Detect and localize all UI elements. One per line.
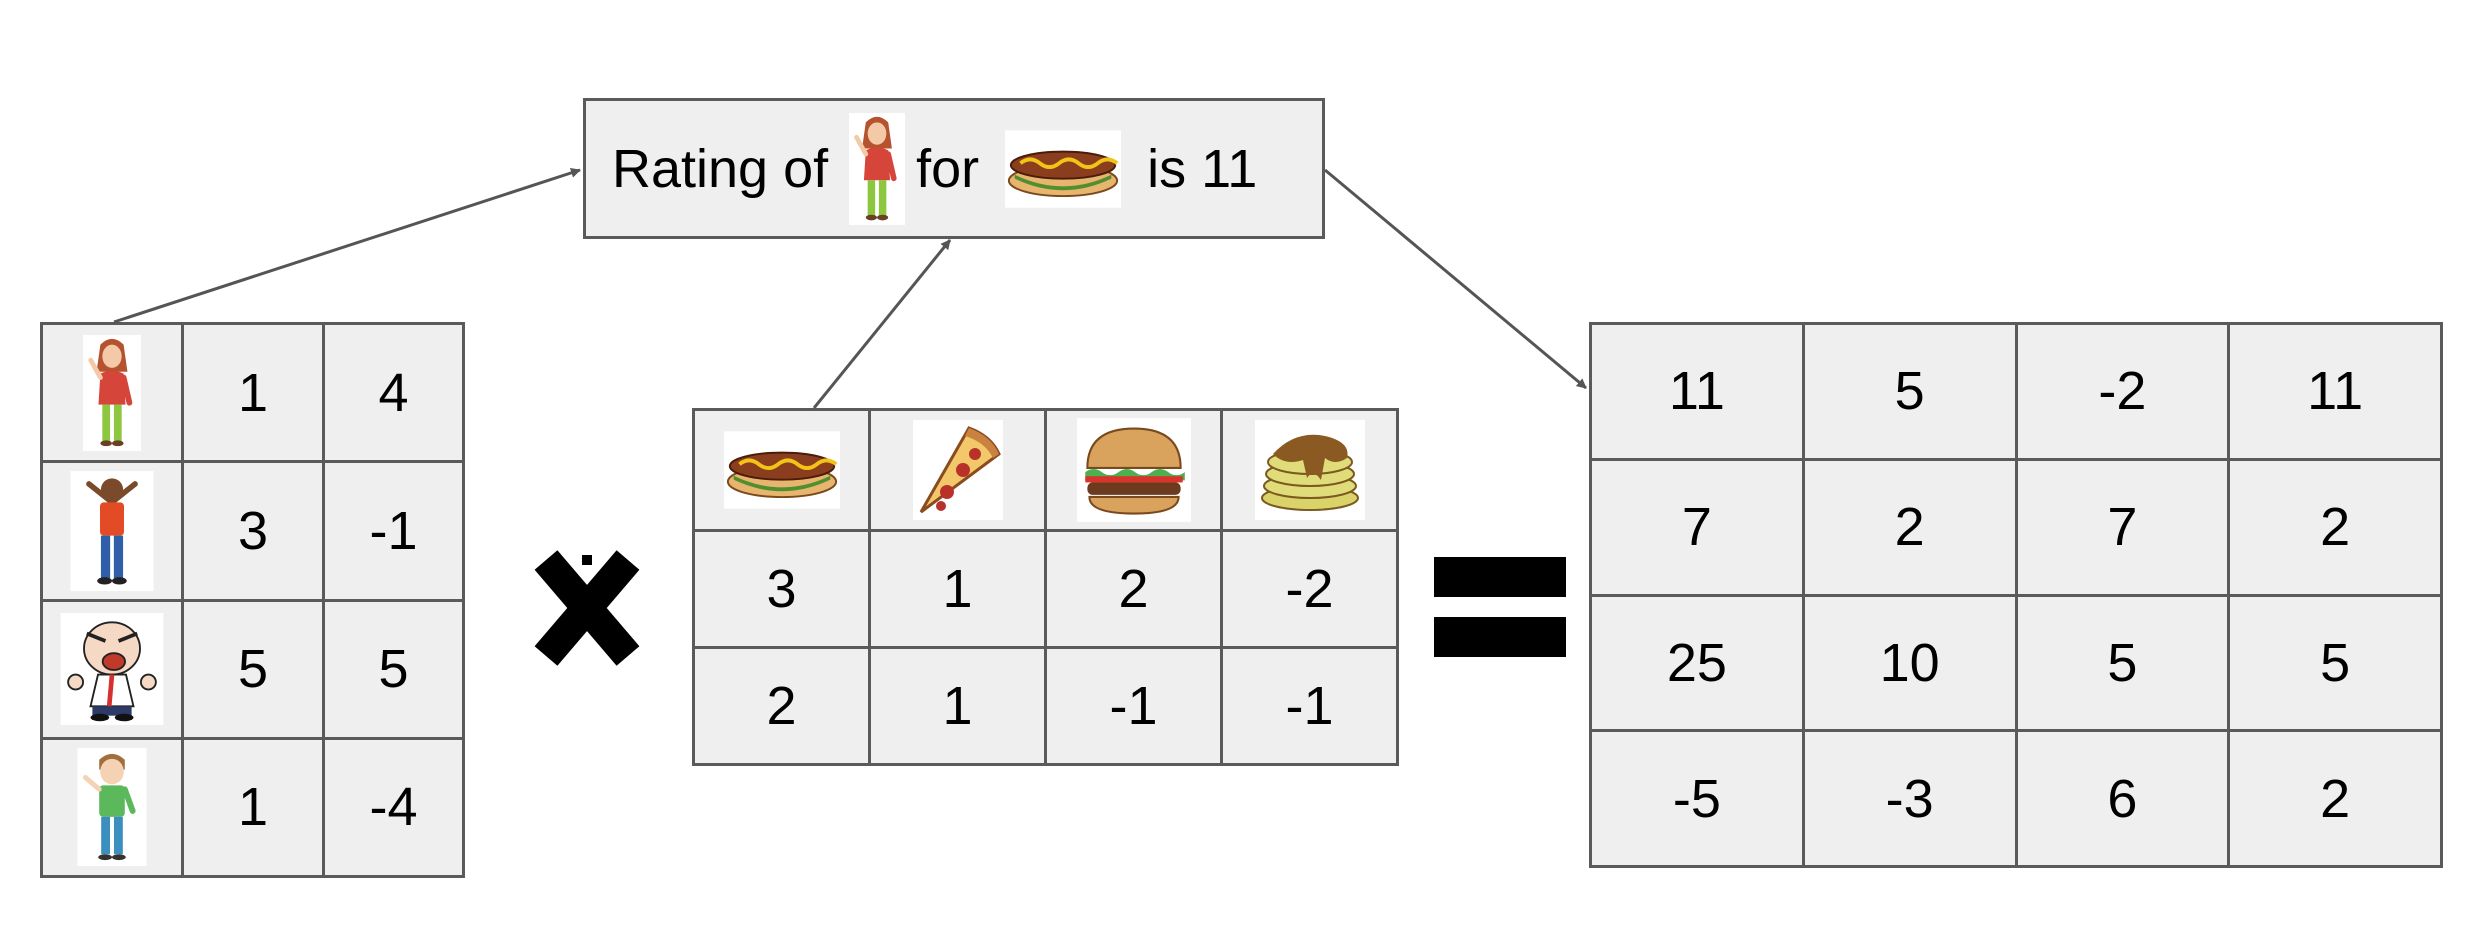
food-icon-cell	[1223, 411, 1396, 529]
food-factors-matrix: 3 1 2 -2 2 1 -1 -1	[692, 408, 1399, 766]
user-icon-cell	[43, 739, 181, 875]
matrix-cell: -4	[325, 739, 462, 875]
matrix-cell: -5	[1592, 732, 1802, 865]
matrix-cell: 11	[1592, 325, 1802, 458]
matrix-cell: 3	[695, 532, 868, 646]
man-arms-raised-icon	[70, 471, 154, 591]
matrix-cell: -1	[1223, 649, 1396, 763]
matrix-cell: 5	[2230, 596, 2440, 730]
multiply-icon	[534, 550, 640, 666]
rating-middle-text: for	[916, 138, 980, 199]
matrix-cell: 5	[1804, 325, 2015, 458]
hotdog-icon	[724, 428, 840, 512]
matrix-cell: 2	[695, 649, 868, 763]
matrix-cell: 4	[325, 325, 462, 461]
matrix-cell: 1	[871, 532, 1044, 646]
matrix-cell: 25	[1592, 596, 1802, 730]
food-icon-cell	[1047, 411, 1220, 529]
arrow-user-to-rating	[113, 168, 581, 324]
matrix-cell: -1	[325, 463, 462, 599]
arrow-rating-to-result	[1324, 168, 1587, 390]
matrix-cell: -2	[2017, 325, 2228, 458]
burger-icon	[1077, 418, 1191, 522]
rating-result-matrix: 11 5 -2 11 7 2 7 2 25 10 5 5 -5 -3 6 2	[1589, 322, 2443, 868]
matrix-cell: 6	[2017, 732, 2228, 865]
matrix-cell: 11	[2230, 325, 2440, 458]
user-factors-matrix: 1 4 3 -1 5 5 1 -4	[40, 322, 465, 878]
matrix-cell: -2	[1223, 532, 1396, 646]
matrix-cell: 3	[184, 463, 322, 599]
matrix-cell: -1	[1047, 649, 1220, 763]
rating-prefix-text: Rating of	[612, 138, 829, 199]
woman-waving-icon	[848, 113, 906, 225]
food-icon-cell	[695, 411, 868, 529]
matrix-cell: 1	[184, 739, 322, 875]
matrix-cell: 5	[325, 601, 462, 737]
user-icon-cell	[43, 601, 181, 737]
matrix-cell: 5	[2017, 596, 2228, 730]
angry-man-icon	[60, 613, 164, 725]
rating-callout: Rating of for is 11	[583, 98, 1325, 239]
matrix-cell: 7	[2017, 460, 2228, 594]
rating-suffix-text: is 11	[1147, 138, 1258, 199]
matrix-cell: 1	[871, 649, 1044, 763]
matrix-cell: 2	[2230, 460, 2440, 594]
matrix-cell: -3	[1804, 732, 2015, 865]
arrow-food-to-rating	[812, 239, 952, 409]
matrix-cell: 1	[184, 325, 322, 461]
pizza-slice-icon	[913, 418, 1003, 522]
matrix-cell: 5	[184, 601, 322, 737]
matrix-cell: 7	[1592, 460, 1802, 594]
hotdog-icon	[1005, 128, 1121, 210]
woman-waving-icon	[82, 335, 142, 451]
matrix-cell: 2	[1047, 532, 1220, 646]
pancakes-icon	[1253, 420, 1367, 520]
food-icon-cell	[871, 411, 1044, 529]
user-icon-cell	[43, 463, 181, 599]
matrix-cell: 2	[1804, 460, 2015, 594]
matrix-cell: 10	[1804, 596, 2015, 730]
matrix-cell: 2	[2230, 732, 2440, 865]
boy-waving-icon	[77, 748, 147, 866]
user-icon-cell	[43, 325, 181, 461]
equals-icon	[1434, 557, 1566, 657]
